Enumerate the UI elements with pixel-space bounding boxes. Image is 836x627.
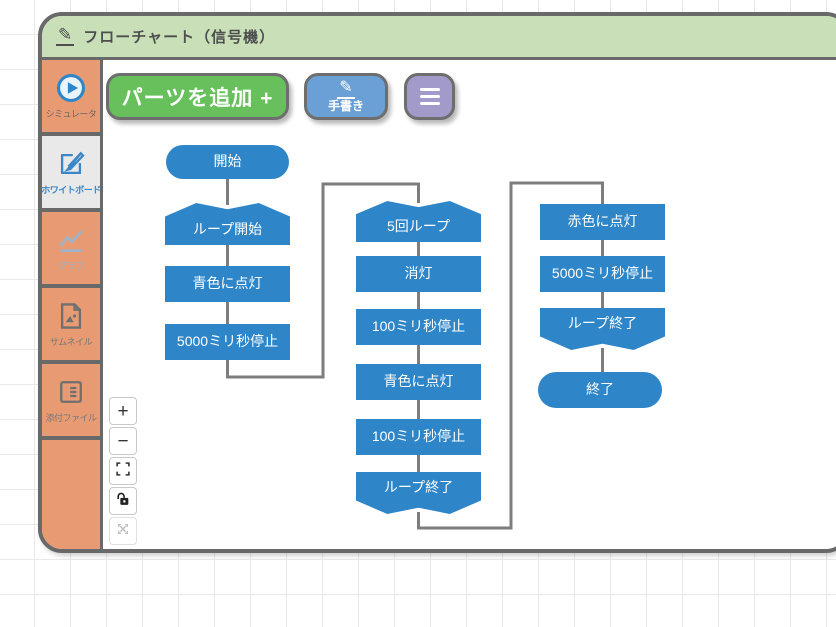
sidebar-item-label: ホワイトボード	[41, 185, 101, 195]
flow-node-loop-start[interactable]: ループ開始	[165, 203, 290, 245]
sidebar-item-label: 添付ファイル	[45, 413, 97, 423]
edit-pencil-icon[interactable]: ✎	[56, 24, 75, 46]
lock-icon	[115, 491, 131, 511]
flow-node-wait-5000[interactable]: 5000ミリ秒停止	[165, 324, 290, 360]
handwriting-label: 手書き	[327, 98, 364, 113]
sidebar-item-graph[interactable]: グラフ	[42, 212, 100, 288]
sidebar-item-label: シミュレータ	[45, 109, 97, 119]
flow-node-wait-5000-2[interactable]: 5000ミリ秒停止	[540, 256, 665, 292]
flow-node-blue-on-2[interactable]: 青色に点灯	[356, 364, 481, 400]
sidebar-filler	[42, 440, 100, 549]
minus-icon: −	[117, 430, 129, 452]
window-title: フローチャート（信号機）	[83, 29, 276, 46]
flow-node-loop-end-2[interactable]: ループ終了	[540, 308, 665, 350]
sidebar-item-label: グラフ	[58, 261, 84, 271]
pencil-icon: ✎	[337, 79, 355, 99]
hamburger-menu-icon	[419, 88, 440, 105]
window-header: ✎ フローチャート（信号機）	[42, 16, 836, 60]
fit-screen-button[interactable]	[109, 457, 137, 485]
sidebar-item-label: サムネイル	[49, 337, 93, 347]
zoom-out-button[interactable]: −	[109, 427, 137, 455]
fullscreen-corners-icon	[115, 461, 131, 481]
add-parts-label: パーツを追加 +	[121, 86, 274, 110]
attachment-list-icon	[55, 376, 87, 408]
flow-node-start[interactable]: 開始	[166, 145, 289, 179]
sidebar-item-whiteboard[interactable]: ホワイトボード	[41, 136, 101, 212]
flow-node-light-off[interactable]: 消灯	[356, 256, 481, 292]
zoom-in-button[interactable]: +	[109, 397, 137, 425]
menu-button[interactable]	[404, 73, 455, 120]
image-file-icon	[55, 300, 87, 332]
sidebar: シミュレータ ホワイトボード	[42, 60, 103, 549]
handwriting-button[interactable]: ✎ 手書き	[304, 73, 388, 120]
flow-node-red-on[interactable]: 赤色に点灯	[540, 204, 665, 240]
line-chart-icon	[55, 224, 87, 256]
pan-expand-button[interactable]	[109, 517, 137, 545]
sidebar-item-simulator[interactable]: シミュレータ	[42, 60, 100, 136]
sidebar-item-attachments[interactable]: 添付ファイル	[42, 364, 100, 440]
flowchart-window: ✎ フローチャート（信号機） シミュレータ	[38, 12, 836, 553]
lock-button[interactable]	[109, 487, 137, 515]
expand-arrows-icon	[115, 521, 131, 541]
whiteboard-canvas[interactable]: パーツを追加 + ✎ 手書き	[103, 60, 836, 549]
flow-node-wait-100-2[interactable]: 100ミリ秒停止	[356, 419, 481, 455]
flow-node-wait-100[interactable]: 100ミリ秒停止	[356, 309, 481, 345]
whiteboard-edit-icon	[55, 148, 87, 180]
flow-node-end[interactable]: 終了	[538, 372, 662, 408]
add-parts-button[interactable]: パーツを追加 +	[106, 73, 289, 120]
window-body: シミュレータ ホワイトボード	[42, 60, 836, 549]
flow-node-loop-5-times[interactable]: 5回ループ	[356, 201, 481, 242]
plus-icon: +	[117, 400, 129, 422]
sidebar-item-thumbnail[interactable]: サムネイル	[42, 288, 100, 364]
flow-node-blue-on[interactable]: 青色に点灯	[165, 266, 290, 302]
play-circle-icon	[55, 72, 87, 104]
flow-node-loop-end[interactable]: ループ終了	[356, 472, 481, 514]
